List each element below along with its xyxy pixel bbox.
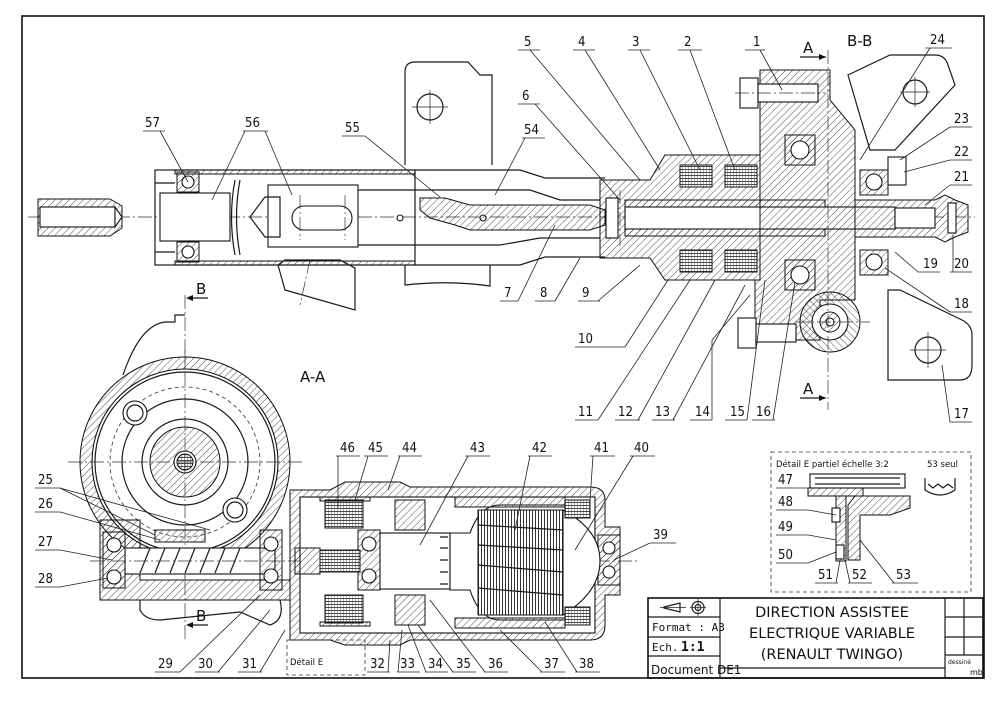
part-label-53: 53	[896, 568, 911, 583]
detail-e-side-note: 53 seul	[927, 460, 958, 470]
part-label-30: 30	[198, 657, 213, 672]
part-label-52: 52	[852, 568, 867, 583]
part-label-34: 34	[428, 657, 443, 672]
part-label-9: 9	[582, 286, 589, 301]
part-label-20: 20	[954, 257, 969, 272]
part-label-28: 28	[38, 572, 53, 587]
part-label-17: 17	[954, 407, 969, 422]
title-line-2: ELECTRIQUE VARIABLE	[749, 626, 915, 642]
part-label-40: 40	[634, 441, 649, 456]
detail-e-panel: Détail E partiel échelle 3:2 53 seul	[770, 451, 972, 593]
part-label-56: 56	[245, 116, 260, 131]
part-label-54: 54	[524, 123, 539, 138]
part-label-37: 37	[544, 657, 559, 672]
author-caption: dessiné	[948, 659, 971, 666]
part-label-6: 6	[522, 89, 529, 104]
part-label-22: 22	[954, 145, 969, 160]
part-label-32: 32	[370, 657, 385, 672]
author-initials: mb	[970, 668, 983, 677]
title-line-3: (RENAULT TWINGO)	[761, 647, 903, 663]
part-label-19: 19	[923, 257, 938, 272]
scale-value: 1:1	[681, 640, 705, 655]
title-line-1: DIRECTION ASSISTEE	[755, 605, 909, 621]
section-marker-b-bottom: B	[196, 607, 206, 625]
section-marker-a-bottom: A	[803, 380, 814, 398]
part-label-46: 46	[340, 441, 355, 456]
detail-e-marker: Détail E	[290, 657, 323, 668]
part-label-7: 7	[504, 286, 511, 301]
part-label-10: 10	[578, 332, 593, 347]
title-block: Format : A3 Ech. 1:1 Document DE1 DIRECT…	[647, 597, 984, 679]
part-label-42: 42	[532, 441, 547, 456]
part-labels: 5 4 3 2 1 24 57 56 55 54 6 23 22 21 20 1…	[35, 33, 972, 673]
part-label-8: 8	[540, 286, 547, 301]
part-label-48: 48	[778, 495, 793, 510]
scale-prefix: Ech.	[652, 641, 679, 654]
gearbox-motor-section	[68, 295, 640, 676]
part-label-51: 51	[818, 568, 833, 583]
part-label-39: 39	[653, 528, 668, 543]
part-label-12: 12	[618, 405, 633, 420]
steering-column-section	[28, 50, 975, 410]
part-label-33: 33	[400, 657, 415, 672]
part-label-31: 31	[242, 657, 257, 672]
part-label-50: 50	[778, 548, 793, 563]
part-label-57: 57	[145, 116, 160, 131]
part-label-29: 29	[158, 657, 173, 672]
part-label-23: 23	[954, 112, 969, 127]
part-label-27: 27	[38, 535, 53, 550]
part-label-38: 38	[579, 657, 594, 672]
section-label-bb: B-B	[847, 32, 872, 50]
part-label-14: 14	[695, 405, 710, 420]
part-label-24: 24	[930, 33, 945, 48]
part-label-18: 18	[954, 297, 969, 312]
detail-e-caption: Détail E partiel échelle 3:2	[776, 459, 889, 470]
section-marker-a-top: A	[803, 39, 814, 57]
first-angle-projection-icon	[660, 599, 706, 616]
part-label-1: 1	[753, 35, 760, 50]
part-label-15: 15	[730, 405, 745, 420]
section-label-aa: A-A	[300, 368, 326, 386]
part-label-4: 4	[578, 35, 585, 50]
part-label-26: 26	[38, 497, 53, 512]
format-label: Format : A3	[652, 621, 725, 634]
part-label-49: 49	[778, 520, 793, 535]
part-label-43: 43	[470, 441, 485, 456]
part-label-45: 45	[368, 441, 383, 456]
part-label-41: 41	[594, 441, 609, 456]
part-label-44: 44	[402, 441, 417, 456]
part-label-25: 25	[38, 473, 53, 488]
part-label-5: 5	[524, 35, 531, 50]
part-label-35: 35	[456, 657, 471, 672]
drawing-frame	[21, 15, 985, 679]
part-label-13: 13	[655, 405, 670, 420]
part-label-3: 3	[632, 35, 639, 50]
part-label-11: 11	[578, 405, 593, 420]
part-label-16: 16	[756, 405, 771, 420]
part-label-47: 47	[778, 473, 793, 488]
part-label-55: 55	[345, 121, 360, 136]
part-label-2: 2	[684, 35, 691, 50]
part-label-36: 36	[488, 657, 503, 672]
document-label: Document DE1	[651, 663, 741, 677]
part-label-21: 21	[954, 170, 969, 185]
section-marker-b-top: B	[196, 280, 206, 298]
